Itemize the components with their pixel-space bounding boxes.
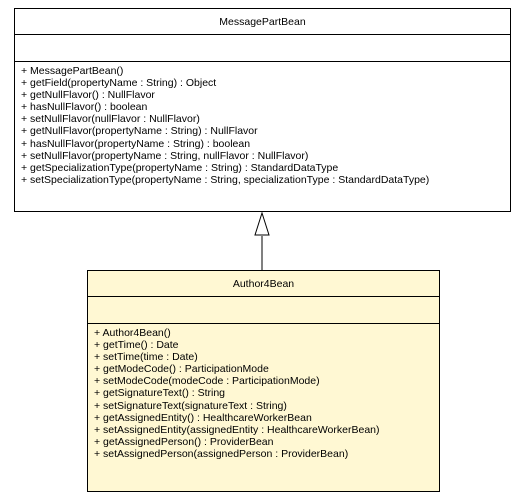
class-box-messagepartbean[interactable]: MessagePartBean + MessagePartBean() + ge… — [14, 8, 511, 212]
operation: + setAssignedEntity(assignedEntity : Hea… — [94, 423, 380, 436]
operation: + setModeCode(modeCode : ParticipationMo… — [94, 375, 320, 388]
operations-compartment: + Author4Bean() + getTime() : Date + set… — [88, 324, 439, 460]
operation: + getNullFlavor(propertyName : String) :… — [21, 125, 258, 138]
class-name: Author4Bean — [88, 271, 439, 297]
operation: + getNullFlavor() : NullFlavor — [21, 89, 155, 102]
operation: + getAssignedPerson() : ProviderBean — [94, 435, 274, 448]
operation: + getTime() : Date — [94, 339, 179, 352]
operations-compartment: + MessagePartBean() + getField(propertyN… — [15, 62, 510, 186]
operation: + Author4Bean() — [94, 327, 171, 339]
operation: + setNullFlavor(nullFlavor : NullFlavor) — [21, 113, 200, 126]
operation: + setSpecializationType(propertyName : S… — [21, 173, 430, 186]
operation: + setNullFlavor(propertyName : String, n… — [21, 149, 309, 162]
operation: + getSpecializationType(propertyName : S… — [21, 161, 339, 174]
operation: + setTime(time : Date) — [94, 351, 198, 364]
operation: + MessagePartBean() — [21, 65, 124, 77]
operation: + getModeCode() : ParticipationMode — [94, 363, 269, 376]
operation: + getSignatureText() : String — [94, 387, 226, 400]
operation: + hasNullFlavor(propertyName : String) :… — [21, 137, 251, 150]
operation: + getField(propertyName : String) : Obje… — [21, 77, 217, 90]
attributes-compartment — [15, 35, 510, 62]
attributes-compartment — [88, 297, 439, 324]
class-name: MessagePartBean — [15, 9, 510, 35]
operation: + setAssignedPerson(assignedPerson : Pro… — [94, 447, 349, 460]
class-box-author4bean[interactable]: Author4Bean + Author4Bean() + getTime() … — [87, 270, 440, 492]
operation: + setSignatureText(signatureText : Strin… — [94, 399, 287, 412]
operation: + getAssignedEntity() : HealthcareWorker… — [94, 411, 312, 424]
operation: + hasNullFlavor() : boolean — [21, 101, 148, 114]
